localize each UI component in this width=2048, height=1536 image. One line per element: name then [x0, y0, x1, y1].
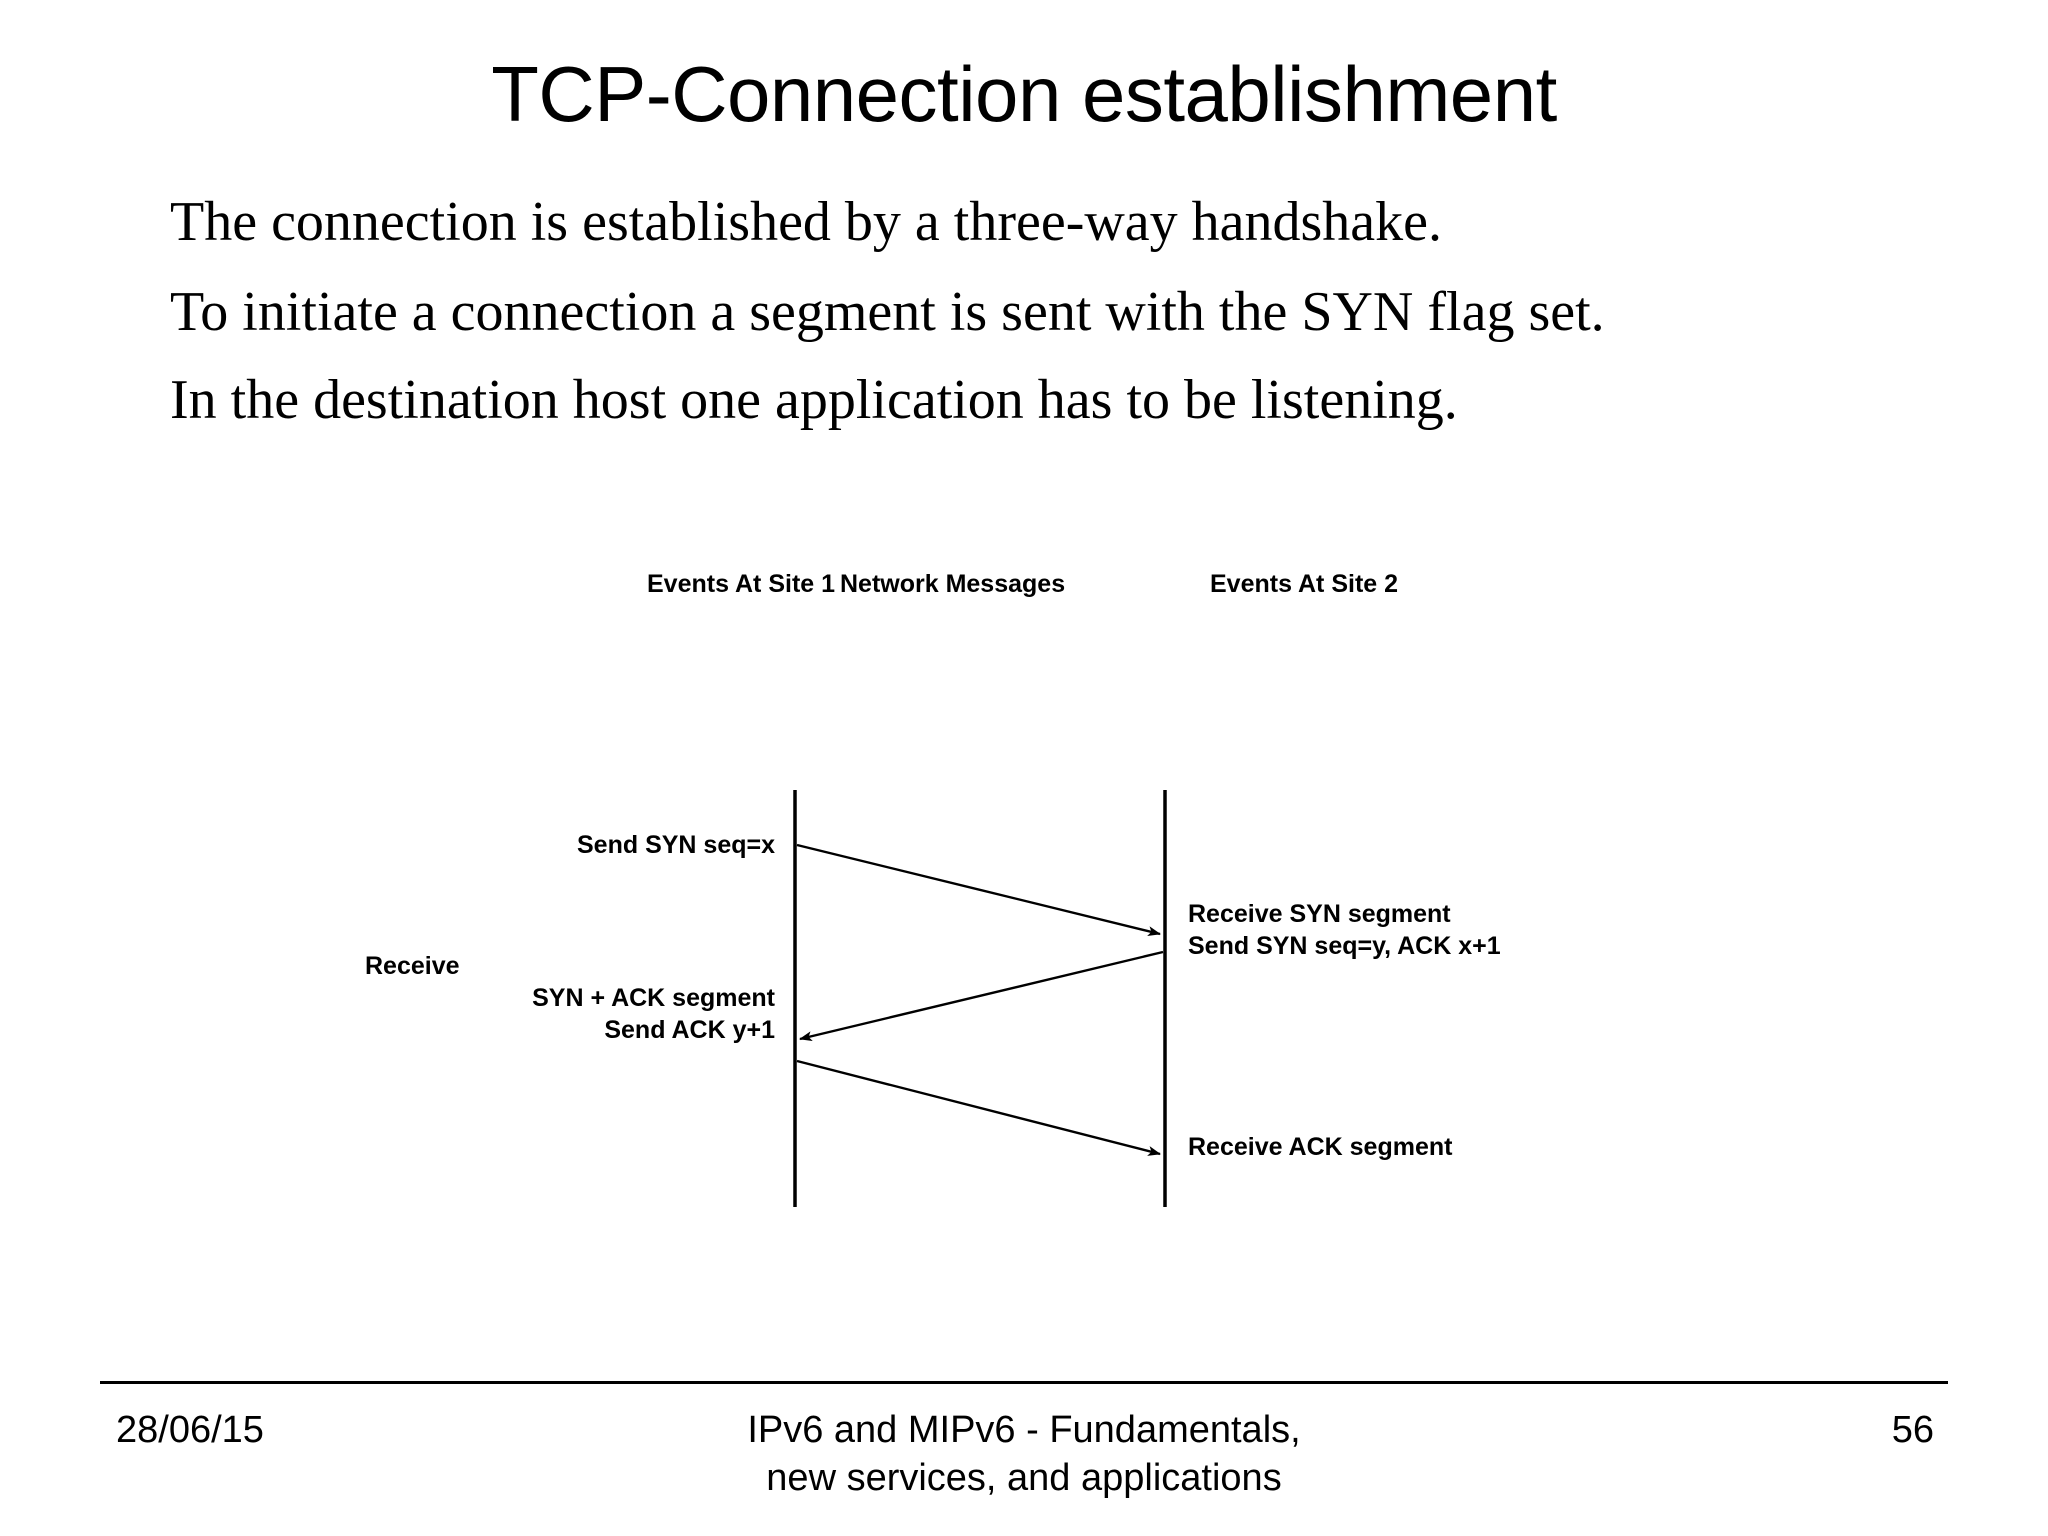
page-title: TCP-Connection establishment — [491, 50, 1557, 138]
footer-date: 28/06/15 — [116, 1409, 264, 1451]
label-syn-ack-segment: SYN + ACK segment — [532, 984, 776, 1012]
slide-footer: 28/06/15 IPv6 and MIPv6 - Fundamentals, … — [100, 1406, 1948, 1526]
body-paragraph-3: In the destination host one application … — [170, 369, 1458, 431]
body-paragraph-2: To initiate a connection a segment is se… — [170, 281, 1605, 343]
body-paragraph-1: The connection is established by a three… — [170, 191, 1443, 253]
message-arrow-syn-ack — [799, 950, 1164, 1042]
diagram-header-center: Network Messages — [840, 570, 1065, 598]
diagram-header-left: Events At Site 1 — [647, 570, 835, 598]
label-send-ack: Send ACK y+1 — [604, 1016, 775, 1044]
footer-title-line-1: IPv6 and MIPv6 - Fundamentals, — [747, 1409, 1301, 1451]
body-text-block: The connection is established by a three… — [170, 186, 1900, 454]
label-receive-ack-segment: Receive ACK segment — [1188, 1133, 1453, 1161]
footer-page-number: 56 — [1891, 1409, 1934, 1451]
message-arrow-ack — [796, 1059, 1161, 1156]
message-arrow-syn — [796, 843, 1161, 936]
footer-title-line-2: new services, and applications — [766, 1457, 1282, 1499]
diagram-header-right: Events At Site 2 — [1210, 570, 1398, 598]
label-send-syn-ack: Send SYN seq=y, ACK x+1 — [1188, 932, 1501, 960]
label-receive-syn-segment: Receive SYN segment — [1188, 900, 1451, 928]
label-send-syn: Send SYN seq=x — [577, 831, 775, 859]
footer-divider — [100, 1381, 1948, 1384]
label-receive: Receive — [365, 952, 460, 980]
tcp-handshake-diagram: Events At Site 1 Network Messages Events… — [0, 540, 2048, 1240]
footer-title: IPv6 and MIPv6 - Fundamentals, new servi… — [100, 1406, 1948, 1502]
